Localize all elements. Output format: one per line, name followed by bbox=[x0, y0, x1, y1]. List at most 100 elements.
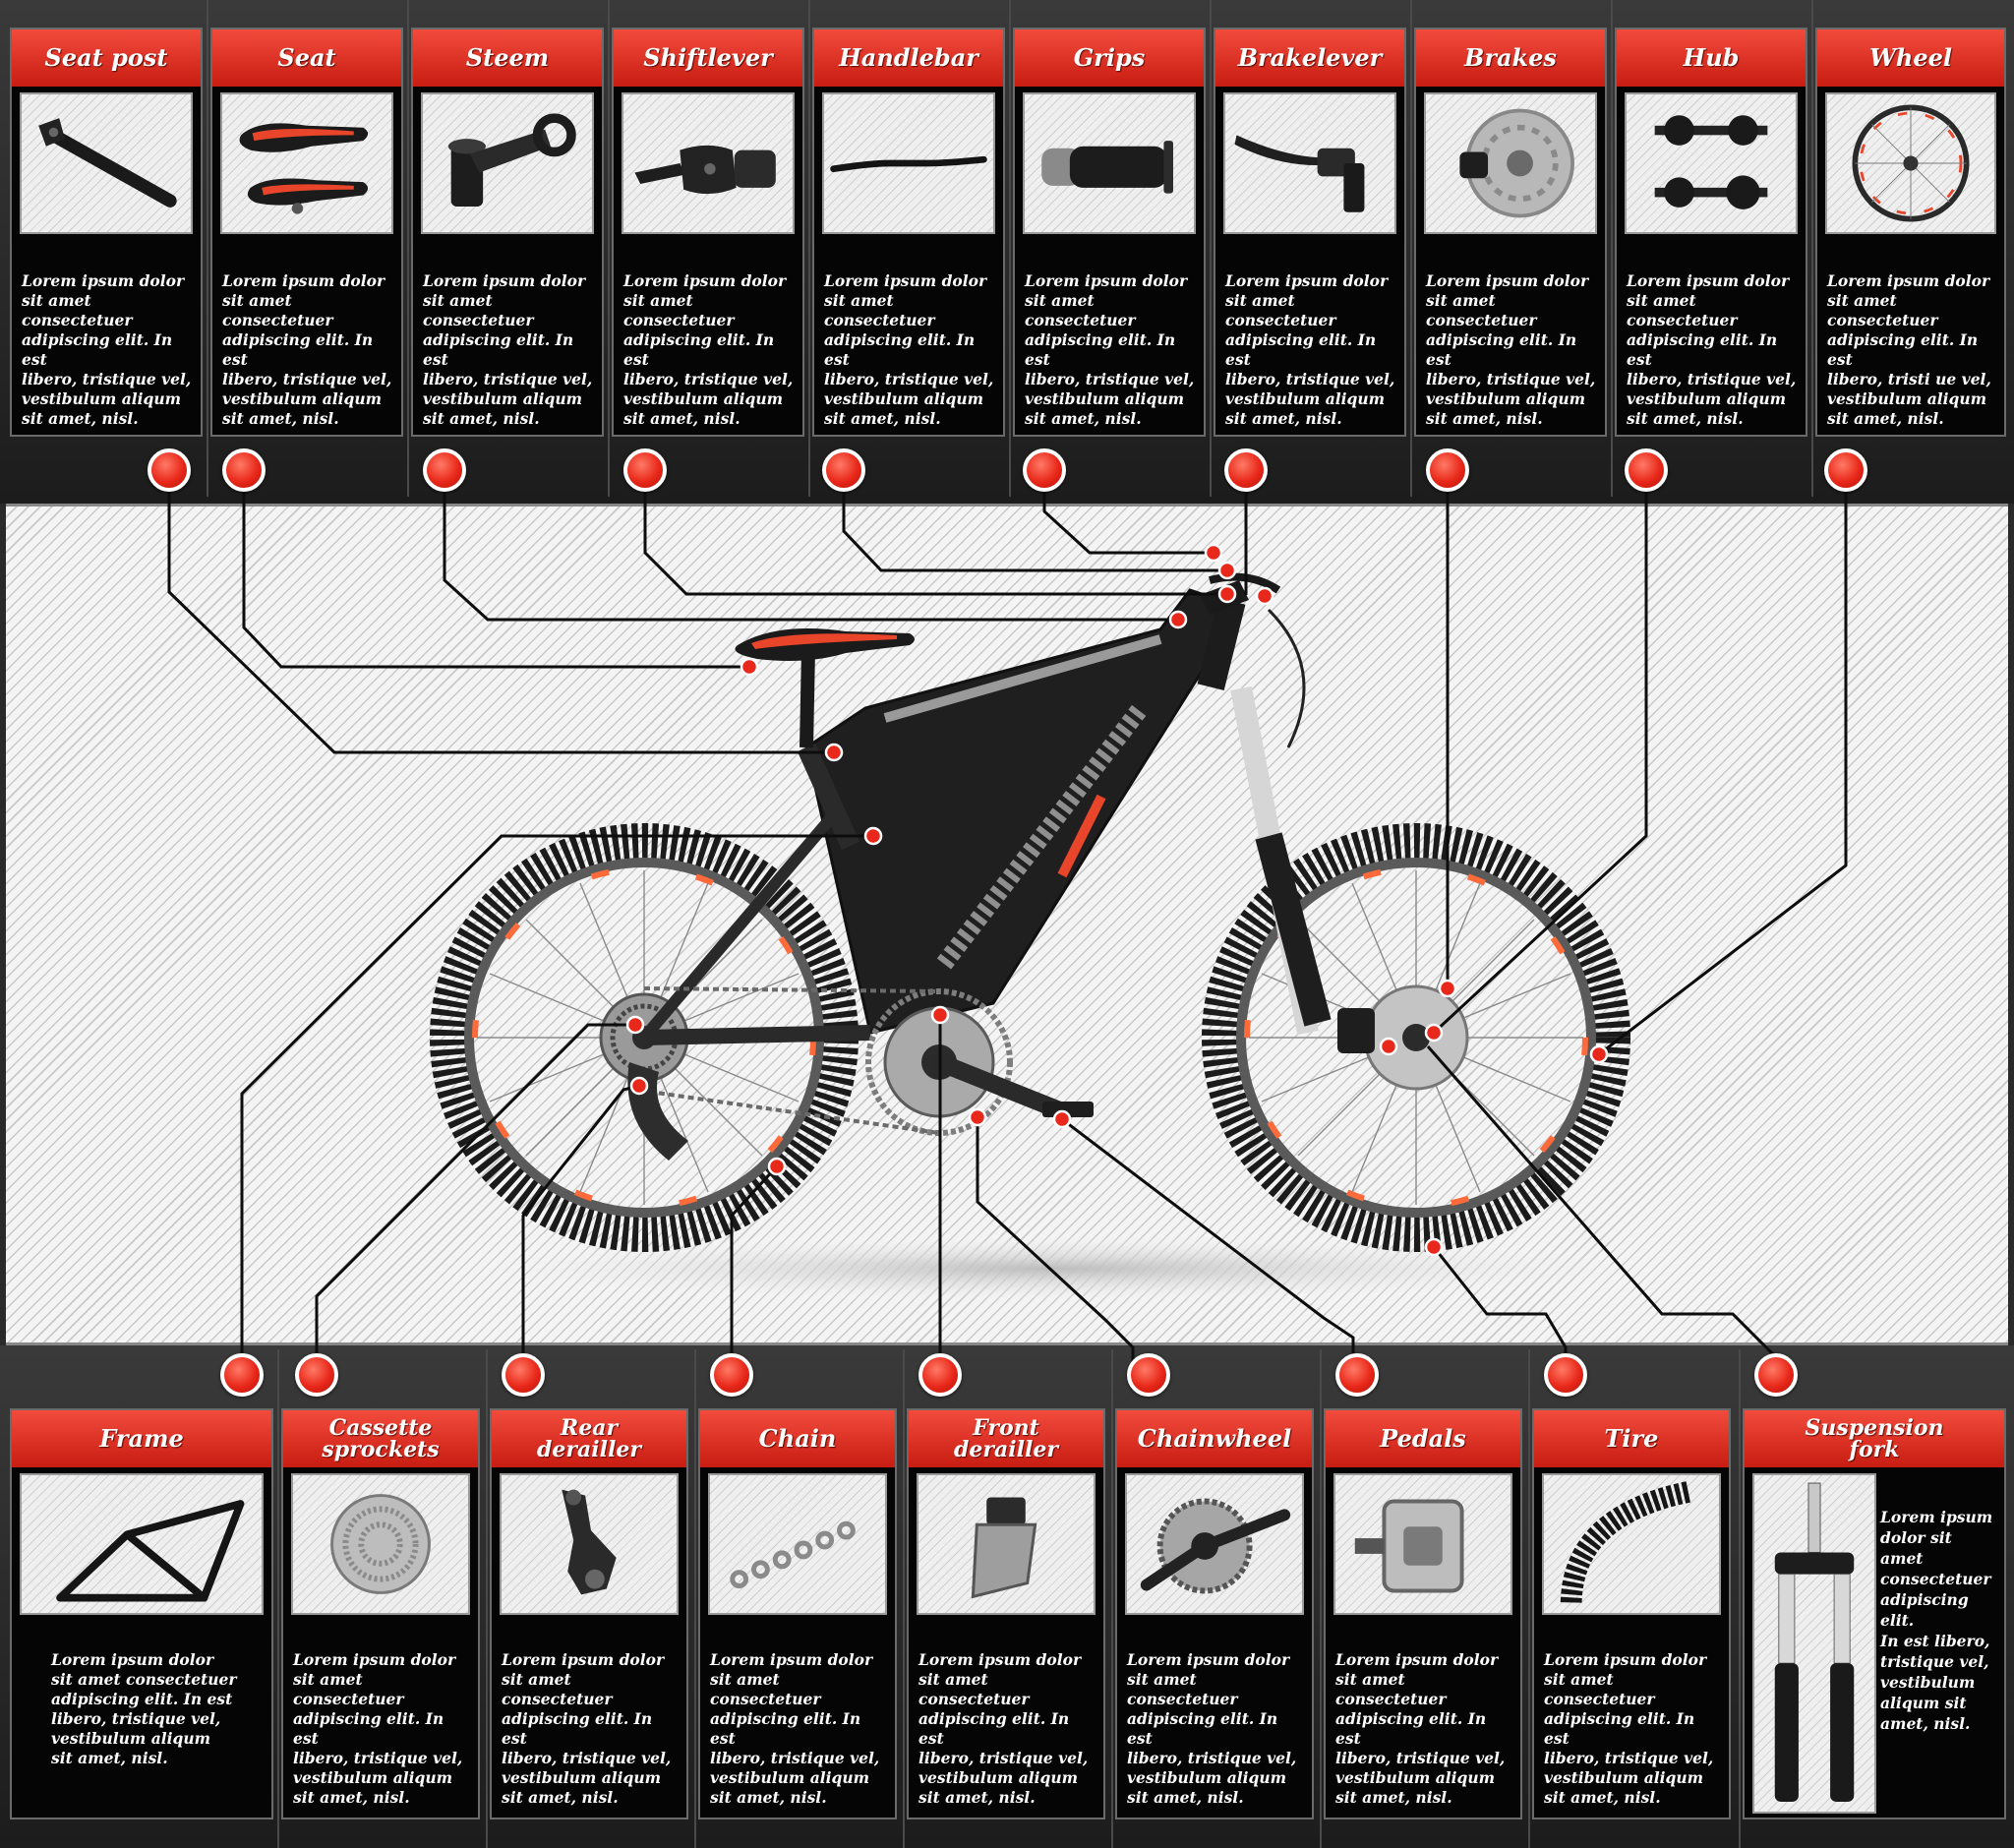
part-card-seat-post[interactable]: Seat post Lorem ipsum dolor sit amet con… bbox=[10, 28, 203, 437]
part-card-brakes[interactable]: Brakes Lorem ipsum dolor sit amet consec… bbox=[1414, 28, 1607, 437]
part-card-title: Brakelever bbox=[1215, 30, 1404, 87]
band-separator bbox=[1739, 1349, 1741, 1848]
part-card-title: Hub bbox=[1617, 30, 1806, 87]
part-card-title: Grips bbox=[1015, 30, 1204, 87]
band-separator bbox=[1811, 0, 1813, 497]
connector-lines bbox=[167, 470, 1848, 1375]
part-card-title: Front derailler bbox=[909, 1410, 1103, 1467]
wheel-icon bbox=[1825, 92, 1996, 234]
shift-lever-icon bbox=[622, 92, 795, 234]
pedal-icon bbox=[1333, 1473, 1512, 1615]
brake-disc-icon bbox=[1424, 92, 1597, 234]
part-card-hub[interactable]: Hub Lorem ipsum dolor sit amet consectet… bbox=[1615, 28, 1807, 437]
callout-dot-frame[interactable] bbox=[220, 1353, 264, 1397]
chainwheel-icon bbox=[1125, 1473, 1304, 1615]
part-card-brake-lever[interactable]: Brakelever Lorem ipsum dolor sit amet co… bbox=[1214, 28, 1406, 437]
part-card-pedals[interactable]: Pedals Lorem ipsum dolor sit amet consec… bbox=[1324, 1408, 1522, 1819]
part-card-rear-derailleur[interactable]: Rear derailler Lorem ipsum dolor sit ame… bbox=[490, 1408, 688, 1819]
part-card-description: Lorem ipsum dolor sit amet consectetuer … bbox=[423, 271, 593, 428]
bike-shadow bbox=[443, 1235, 1662, 1302]
callout-dot-handlebar[interactable] bbox=[822, 448, 865, 492]
tire-icon bbox=[1542, 1473, 1721, 1615]
bike-stage bbox=[6, 504, 2008, 1345]
band-separator bbox=[1210, 0, 1212, 497]
suspension-fork-icon bbox=[1752, 1473, 1876, 1814]
part-card-description: Lorem ipsum dolor sit amet consectetuer … bbox=[22, 271, 192, 428]
part-card-frame[interactable]: Frame Lorem ipsum dolor sit amet consect… bbox=[10, 1408, 273, 1819]
part-card-description: Lorem ipsum dolor sit amet consectetuer … bbox=[1827, 271, 1991, 428]
part-card-shift-lever[interactable]: Shiftlever Lorem ipsum dolor sit amet co… bbox=[612, 28, 804, 437]
part-card-cassette[interactable]: Cassette sprockets Lorem ipsum dolor sit… bbox=[281, 1408, 480, 1819]
part-card-title: Wheel bbox=[1817, 30, 2004, 87]
part-card-title: Rear derailler bbox=[492, 1410, 686, 1467]
part-card-grips[interactable]: Grips Lorem ipsum dolor sit amet consect… bbox=[1013, 28, 1206, 437]
callout-dot-cassette[interactable] bbox=[295, 1353, 338, 1397]
callout-dot-hub[interactable] bbox=[1625, 448, 1668, 492]
part-card-front-derailleur[interactable]: Front derailler Lorem ipsum dolor sit am… bbox=[907, 1408, 1105, 1819]
part-card-description: Lorem ipsum dolor sit amet consectetuer … bbox=[293, 1650, 463, 1807]
seat-icon bbox=[220, 92, 393, 234]
callout-dot-pedals[interactable] bbox=[1335, 1353, 1379, 1397]
callout-dot-shift-lever[interactable] bbox=[623, 448, 667, 492]
part-card-title: Steem bbox=[413, 30, 602, 87]
part-card-chainwheel[interactable]: Chainwheel Lorem ipsum dolor sit amet co… bbox=[1115, 1408, 1314, 1819]
part-card-title: Suspension fork bbox=[1745, 1410, 2004, 1467]
part-card-title: Chainwheel bbox=[1117, 1410, 1312, 1467]
callout-dot-seat[interactable] bbox=[222, 448, 266, 492]
part-card-chain[interactable]: Chain Lorem ipsum dolor sit amet consect… bbox=[698, 1408, 897, 1819]
callout-dot-stem[interactable] bbox=[423, 448, 466, 492]
drivetrain bbox=[627, 986, 1094, 1161]
cassette-icon bbox=[291, 1473, 470, 1615]
callout-dot-brakes[interactable] bbox=[1426, 448, 1469, 492]
brake-lever-icon bbox=[1223, 92, 1396, 234]
part-card-description: Lorem ipsum dolor sit amet consectetuer … bbox=[710, 1650, 880, 1807]
part-card-stem[interactable]: Steem Lorem ipsum dolor sit amet consect… bbox=[411, 28, 604, 437]
band-separator bbox=[808, 0, 810, 497]
part-card-description: Lorem ipsum dolor sit amet consectetuer … bbox=[1225, 271, 1395, 428]
part-card-tire[interactable]: Tire Lorem ipsum dolor sit amet consecte… bbox=[1532, 1408, 1731, 1819]
part-card-title: Pedals bbox=[1326, 1410, 1520, 1467]
callout-dot-brake-lever[interactable] bbox=[1224, 448, 1268, 492]
part-card-description: Lorem ipsum dolor sit amet consectetuer … bbox=[1335, 1650, 1506, 1807]
callout-dot-chainwheel[interactable] bbox=[1127, 1353, 1170, 1397]
callout-dot-suspension-fork[interactable] bbox=[1754, 1353, 1798, 1397]
bike-markers bbox=[625, 543, 1609, 1257]
callout-dot-seat-post[interactable] bbox=[148, 448, 191, 492]
part-card-wheel[interactable]: Wheel Lorem ipsum dolor sit amet consect… bbox=[1815, 28, 2006, 437]
part-card-description: Lorem ipsum dolor sit amet consectetuer … bbox=[918, 1650, 1089, 1807]
band-separator bbox=[1611, 0, 1613, 497]
part-card-seat[interactable]: Seat Lorem ipsum dolor sit amet consecte… bbox=[210, 28, 403, 437]
rear-derailleur-icon bbox=[500, 1473, 679, 1615]
part-card-title: Brakes bbox=[1416, 30, 1605, 87]
callout-dot-rear-derailleur[interactable] bbox=[502, 1353, 545, 1397]
band-separator bbox=[903, 1349, 905, 1848]
chain-icon bbox=[708, 1473, 887, 1615]
callout-dot-front-derailleur[interactable] bbox=[918, 1353, 962, 1397]
part-card-description: Lorem ipsum dolor sit amet consectetuer … bbox=[222, 271, 392, 428]
part-card-title: Tire bbox=[1534, 1410, 1729, 1467]
band-separator bbox=[1528, 1349, 1530, 1848]
frame-icon bbox=[20, 1473, 264, 1615]
part-card-title: Seat bbox=[212, 30, 401, 87]
band-separator bbox=[694, 1349, 696, 1848]
part-card-title: Seat post bbox=[12, 30, 201, 87]
front-derailleur-icon bbox=[917, 1473, 1096, 1615]
callout-dot-wheel[interactable] bbox=[1824, 448, 1867, 492]
handlebar-icon bbox=[822, 92, 995, 234]
part-card-handlebar[interactable]: Handlebar Lorem ipsum dolor sit amet con… bbox=[812, 28, 1005, 437]
callout-dot-grips[interactable] bbox=[1023, 448, 1066, 492]
callout-dot-chain[interactable] bbox=[710, 1353, 753, 1397]
part-card-description: Lorem ipsum dolor sit amet consectetuer … bbox=[1627, 271, 1797, 428]
band-separator bbox=[407, 0, 409, 497]
part-card-description: Lorem ipsum dolor sit amet consectetuer … bbox=[1025, 271, 1195, 428]
part-card-title: Chain bbox=[700, 1410, 895, 1467]
callout-dot-tire[interactable] bbox=[1544, 1353, 1587, 1397]
stem-icon bbox=[421, 92, 594, 234]
part-card-suspension-fork[interactable]: Suspension fork Lorem ipsum dolor sit am… bbox=[1743, 1408, 2006, 1819]
band-separator bbox=[1410, 0, 1412, 497]
band-separator bbox=[608, 0, 610, 497]
part-card-description: Lorem ipsum dolor sit amet consectetuer … bbox=[51, 1650, 237, 1767]
part-card-title: Frame bbox=[12, 1410, 271, 1467]
part-card-description: Lorem ipsum dolor sit amet consectetuer … bbox=[502, 1650, 672, 1807]
